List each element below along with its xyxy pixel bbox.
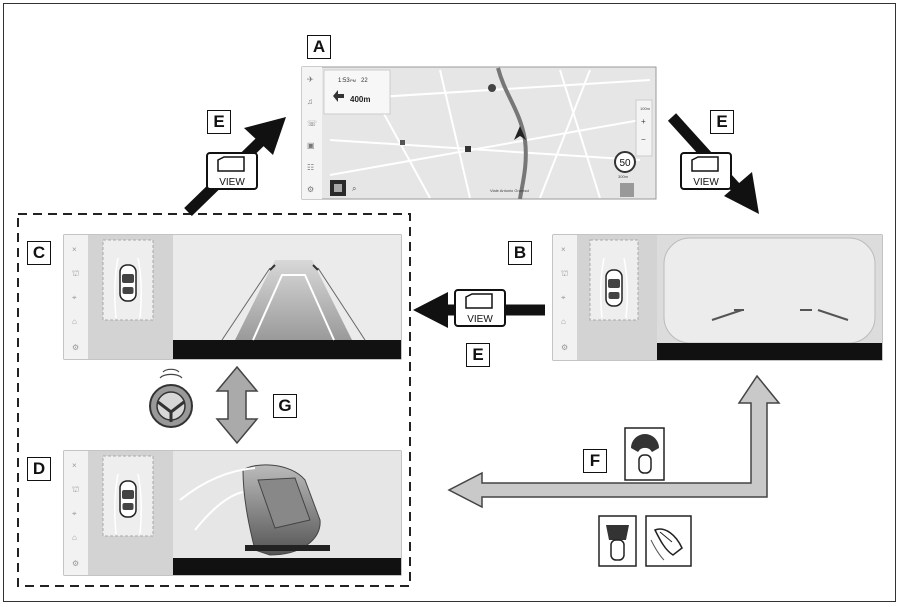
street-name: Viale Antonio Gramsci	[490, 188, 529, 193]
diagram-frame	[3, 3, 896, 602]
label-a: A	[307, 35, 331, 59]
mic-icon	[334, 184, 342, 192]
steering-wheel-icon	[149, 368, 193, 428]
svg-text:⚙: ⚙	[72, 559, 79, 568]
svg-text:×: ×	[561, 245, 566, 254]
search-icon: ⌕	[352, 184, 356, 193]
svg-text:⚙: ⚙	[72, 343, 79, 352]
label-b: B	[508, 241, 532, 265]
speed-limit-sign	[614, 151, 636, 173]
front-sensor-icon	[624, 427, 665, 481]
svg-text:⛫: ⛫	[561, 269, 568, 278]
view-button-left-text: VIEW	[219, 177, 245, 188]
rear-sensor-icon	[598, 515, 637, 567]
svg-text:⚙: ⚙	[307, 185, 314, 194]
screen-b-rear-camera: × ⛫ ⌖ ⌂ ⚙	[552, 234, 883, 361]
svg-text:⌖: ⌖	[72, 509, 77, 518]
speed-sub: 300m	[618, 174, 629, 179]
label-c: C	[27, 241, 51, 265]
speed-limit: 50	[619, 158, 631, 169]
label-e-left: E	[207, 110, 231, 134]
view-button-right: VIEW	[680, 152, 732, 190]
svg-text:⌖: ⌖	[561, 293, 566, 302]
position-arrow-icon	[514, 126, 526, 140]
svg-text:×: ×	[72, 245, 77, 254]
svg-text:×: ×	[72, 461, 77, 470]
map-scale: 100m	[640, 106, 651, 111]
nav-time-suffix: PM	[350, 78, 356, 83]
view-button-middle: VIEW	[454, 289, 506, 327]
svg-text:♫: ♫	[307, 97, 313, 106]
view-button-middle-text: VIEW	[467, 314, 493, 325]
turn-arrow-icon	[333, 90, 344, 102]
nav-time: 1:53	[338, 78, 350, 84]
arrow-f	[447, 374, 781, 509]
label-f: F	[583, 449, 607, 473]
svg-text:☷: ☷	[307, 163, 314, 172]
screen-a-navigation: ✈ ♫ ☏ ▣ ☷ ⚙ 1:53 PM 22 400m ⌕ Viale Antonio G…	[301, 66, 657, 200]
svg-text:✈: ✈	[307, 75, 314, 84]
label-e-middle: E	[466, 343, 490, 367]
zoom-out-icon: −	[641, 135, 646, 144]
turn-distance: 400m	[350, 95, 370, 104]
svg-text:▣: ▣	[307, 141, 315, 150]
label-g: G	[273, 394, 297, 418]
svg-text:⛫: ⛫	[72, 269, 79, 278]
svg-text:☏: ☏	[307, 119, 317, 128]
screen-d-side-camera: × ⛫ ⌖ ⌂ ⚙	[63, 450, 402, 576]
svg-text:⚙: ⚙	[561, 343, 568, 352]
view-button-right-text: VIEW	[693, 177, 719, 188]
zoom-in-icon: +	[641, 117, 646, 126]
svg-text:⌂: ⌂	[72, 533, 77, 542]
side-view-car-icon	[645, 515, 692, 567]
camera-group-border	[17, 213, 411, 587]
label-d: D	[27, 457, 51, 481]
label-e-right: E	[710, 110, 734, 134]
svg-text:⌂: ⌂	[72, 317, 77, 326]
svg-text:⌖: ⌖	[72, 293, 77, 302]
svg-text:⌂: ⌂	[561, 317, 566, 326]
double-arrow-g	[215, 365, 259, 445]
svg-text:⛫: ⛫	[72, 485, 79, 494]
pin-icon	[488, 84, 496, 92]
nav-temp: 22	[361, 78, 368, 84]
view-button-left: VIEW	[206, 152, 258, 190]
screen-c-front-camera: × ⛫ ⌖ ⌂ ⚙	[63, 234, 402, 360]
